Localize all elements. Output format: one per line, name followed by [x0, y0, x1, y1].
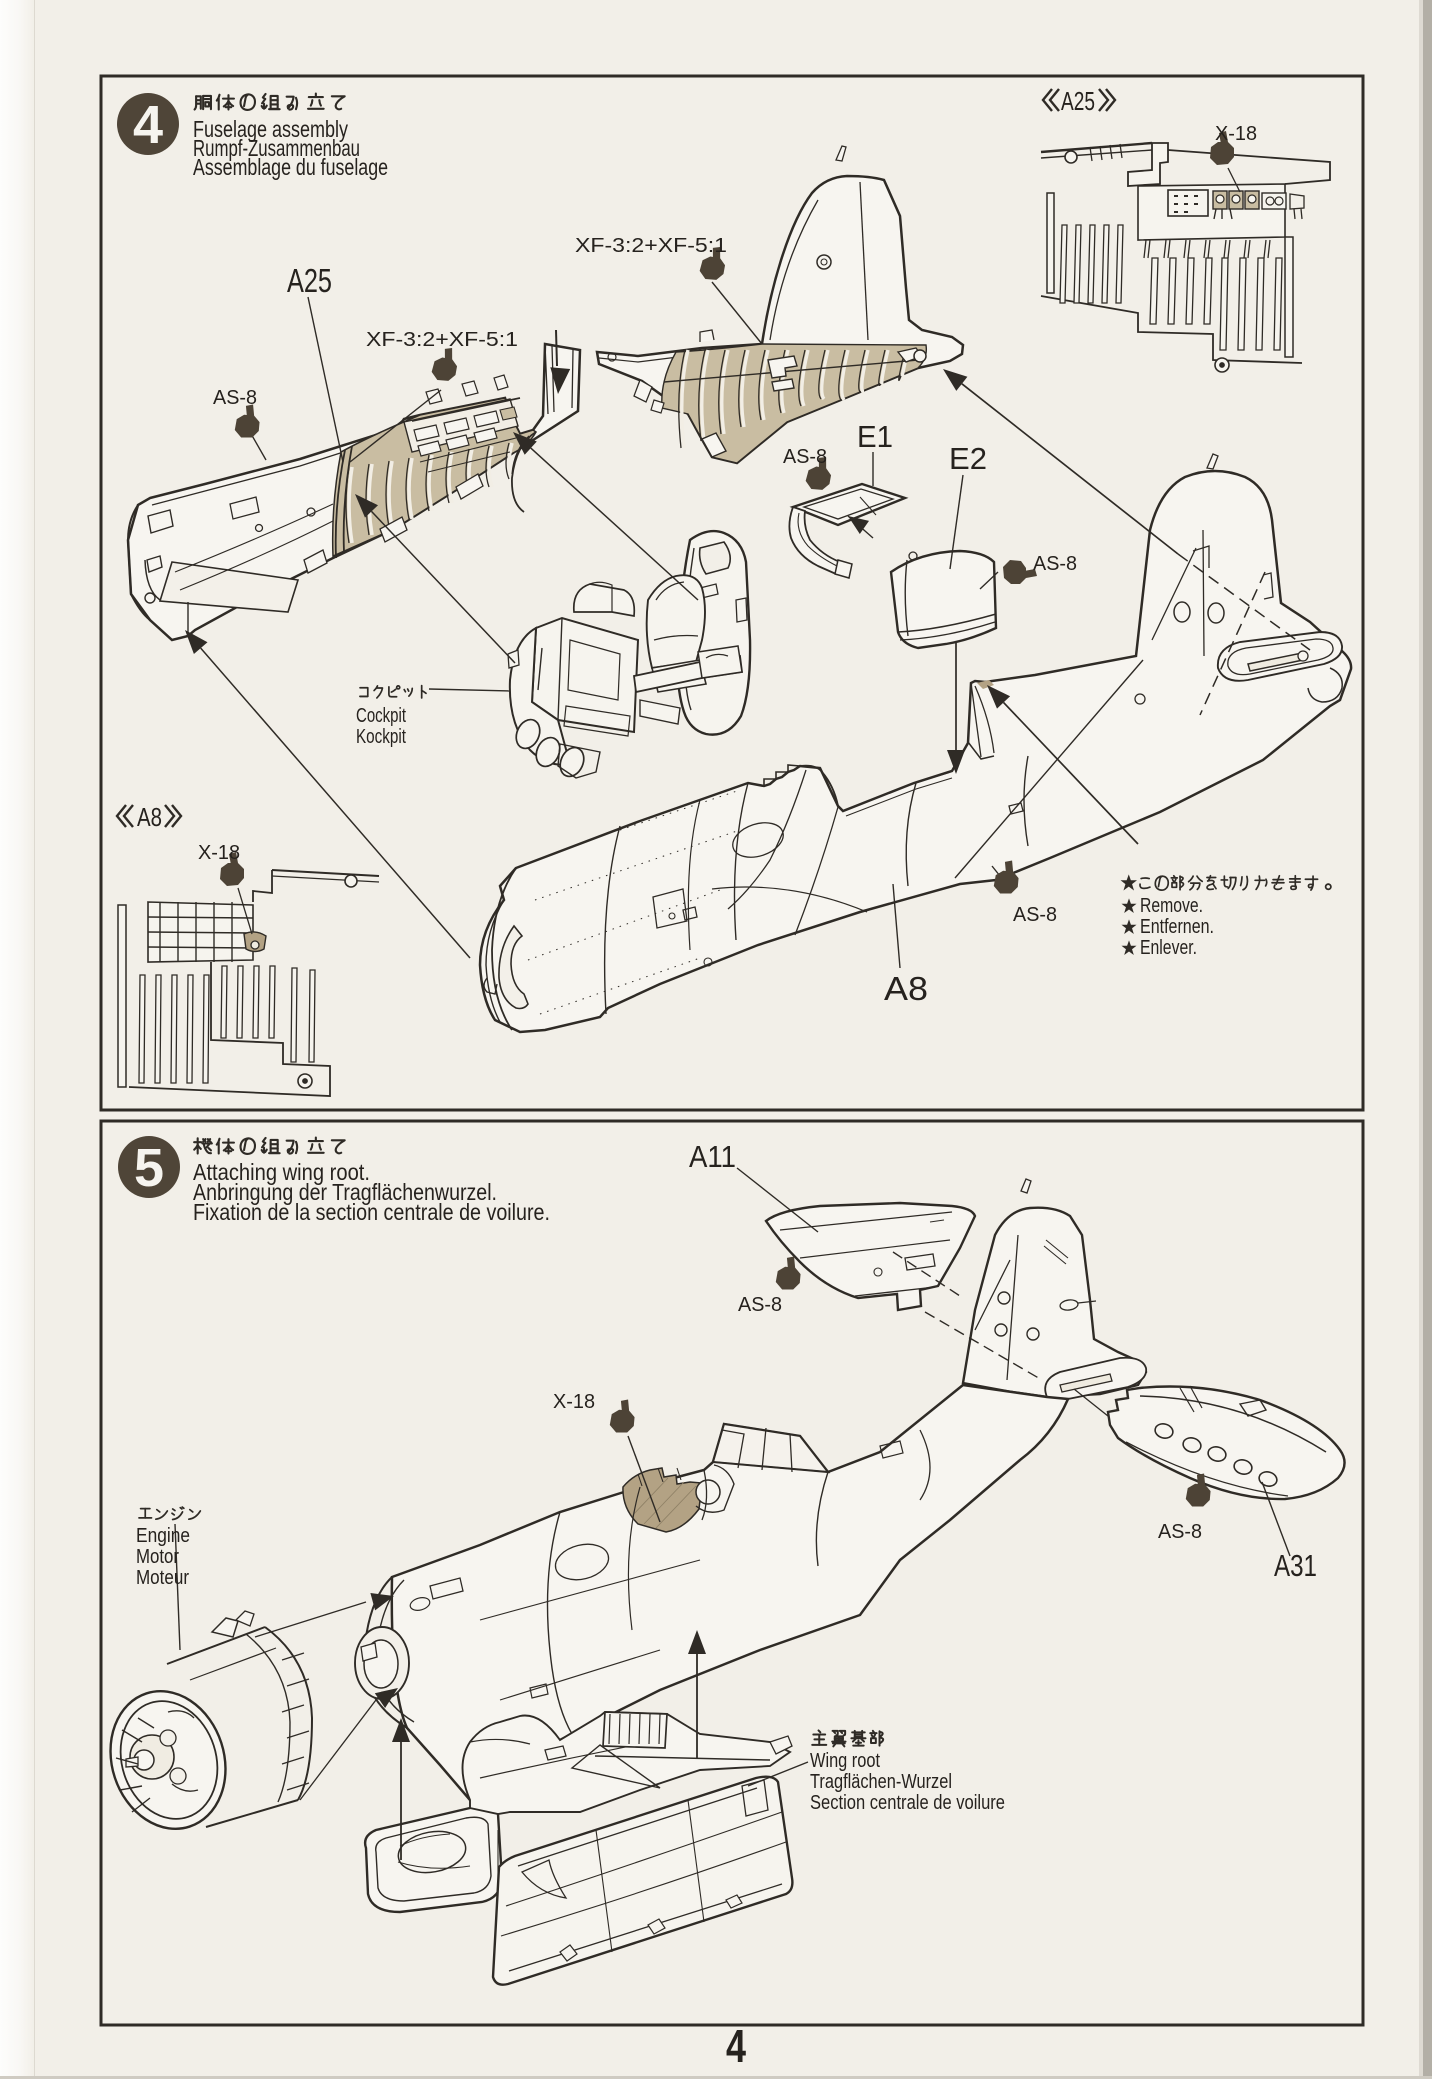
svg-text:Entfernen.: Entfernen.: [1140, 916, 1214, 938]
svg-text:A25: A25: [287, 262, 332, 299]
svg-text:AS-8: AS-8: [738, 1294, 782, 1316]
svg-text:Kockpit: Kockpit: [356, 726, 406, 748]
svg-text:Enlever.: Enlever.: [1140, 937, 1197, 959]
svg-text:4: 4: [726, 2020, 746, 2072]
svg-text:AS-8: AS-8: [783, 446, 827, 468]
svg-text:Rumpf-Zusammenbau: Rumpf-Zusammenbau: [193, 135, 360, 161]
svg-text:Engine: Engine: [136, 1525, 190, 1547]
svg-text:AS-8: AS-8: [213, 387, 257, 409]
svg-text:A11: A11: [689, 1139, 736, 1174]
svg-text:A8: A8: [884, 970, 928, 1007]
svg-text:Wing root: Wing root: [810, 1750, 880, 1772]
svg-text:XF-3:2+XF-5:1: XF-3:2+XF-5:1: [575, 234, 727, 257]
svg-text:5: 5: [134, 1138, 164, 1198]
svg-text:Motor: Motor: [136, 1546, 179, 1568]
svg-text:Remove.: Remove.: [1140, 895, 1203, 917]
svg-text:E2: E2: [949, 441, 987, 476]
svg-text:Section centrale de voilure: Section centrale de voilure: [810, 1792, 1005, 1814]
svg-text:Fixation de la section central: Fixation de la section centrale de voilu…: [193, 1199, 550, 1225]
svg-text:4: 4: [133, 95, 163, 155]
svg-text:X-18: X-18: [1215, 123, 1257, 145]
svg-text:Anbringung der Tragflächenwurz: Anbringung der Tragflächenwurzel.: [193, 1179, 497, 1205]
svg-text:Assemblage du fuselage: Assemblage du fuselage: [193, 154, 388, 180]
svg-text:A25: A25: [1061, 86, 1095, 116]
svg-text:X-18: X-18: [198, 842, 240, 864]
svg-text:AS-8: AS-8: [1158, 1521, 1202, 1543]
svg-text:Attaching wing root.: Attaching wing root.: [193, 1159, 370, 1185]
svg-text:Fuselage assembly: Fuselage assembly: [193, 116, 348, 142]
svg-text:Cockpit: Cockpit: [356, 705, 406, 727]
svg-text:XF-3:2+XF-5:1: XF-3:2+XF-5:1: [366, 328, 518, 351]
svg-text:Moteur: Moteur: [136, 1567, 189, 1589]
svg-text:A8: A8: [137, 802, 162, 832]
svg-text:AS-8: AS-8: [1033, 553, 1077, 575]
svg-text:X-18: X-18: [553, 1391, 595, 1413]
svg-text:Tragflächen-Wurzel: Tragflächen-Wurzel: [810, 1771, 952, 1793]
svg-text:E1: E1: [857, 419, 893, 454]
svg-text:A31: A31: [1274, 1548, 1317, 1583]
svg-text:AS-8: AS-8: [1013, 904, 1057, 926]
